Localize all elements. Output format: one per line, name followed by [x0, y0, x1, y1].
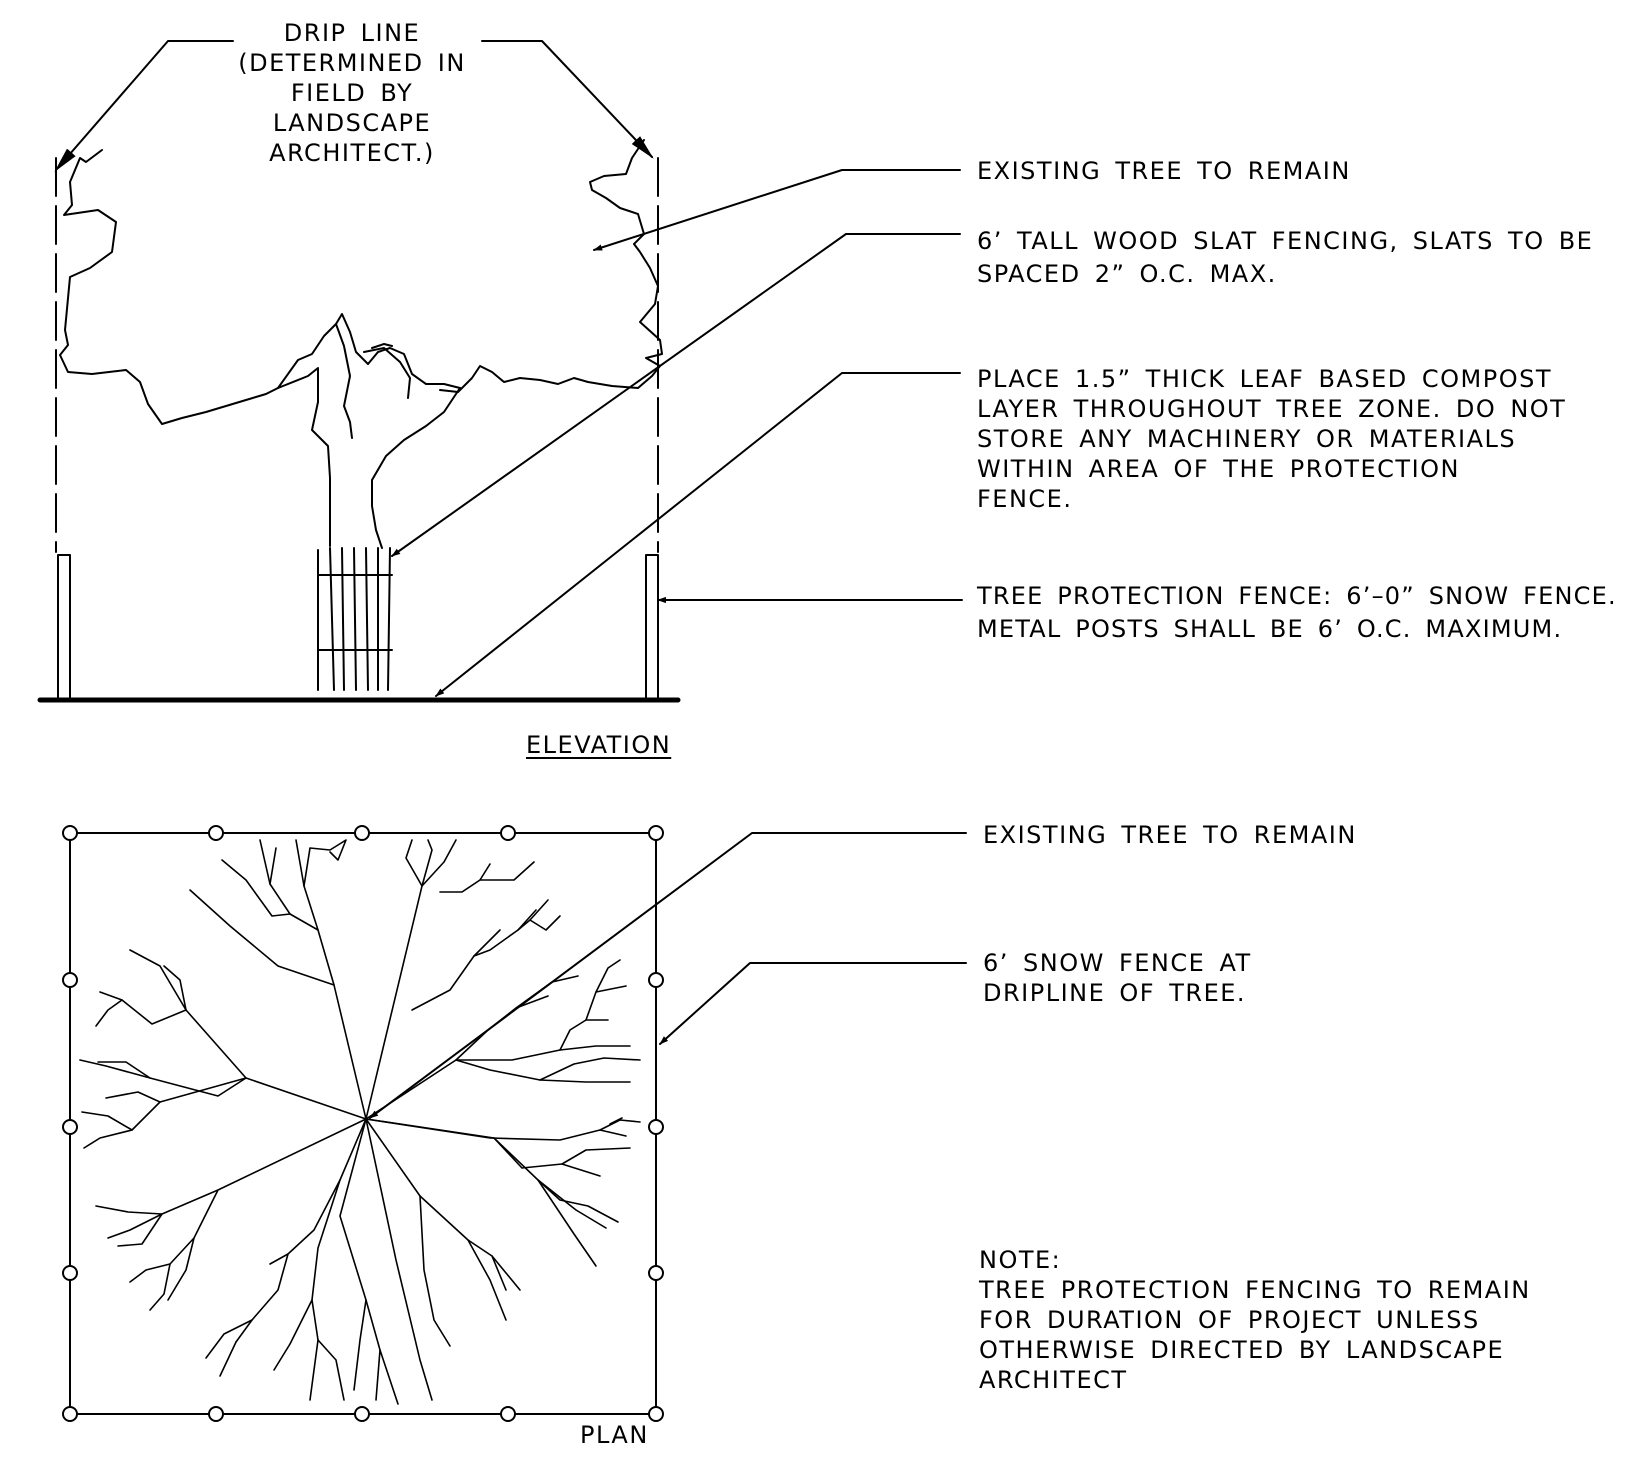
plan-tree-canopy [79, 839, 641, 1405]
callout-protection-fence: TREE PROTECTION FENCE: 6’–0” SNOW FENCE.… [977, 580, 1617, 646]
drip-line-label-line: ARCHITECT.) [269, 139, 435, 167]
drip-line-label-line: DRIP LINE [283, 19, 421, 47]
leader-plan-snow-fence [659, 962, 967, 1045]
callout-plan-snow-fence: 6’ SNOW FENCE AT DRIPLINE OF TREE. [983, 948, 1252, 1008]
callout-existing-tree: EXISTING TREE TO REMAIN [977, 156, 1351, 186]
callout-plan-existing-tree: EXISTING TREE TO REMAIN [983, 820, 1357, 850]
callout-line: STORE ANY MACHINERY OR MATERIALS [977, 425, 1517, 453]
note-line: NOTE: [979, 1246, 1062, 1274]
callout-line: WITHIN AREA OF THE PROTECTION [977, 455, 1461, 483]
plan-note: NOTE: TREE PROTECTION FENCING TO REMAIN … [979, 1245, 1531, 1395]
drip-line-label-line: LANDSCAPE [272, 109, 432, 137]
fence-post-left [57, 554, 71, 701]
leader-compost [435, 372, 961, 697]
callout-line: METAL POSTS SHALL BE 6’ O.C. MAXIMUM. [977, 615, 1563, 643]
drip-line-leader-right [481, 40, 654, 159]
note-line: TREE PROTECTION FENCING TO REMAIN [979, 1276, 1531, 1304]
callout-line: EXISTING TREE TO REMAIN [977, 157, 1351, 185]
plan-title: PLAN [580, 1421, 649, 1449]
callout-wood-slat-fencing: 6’ TALL WOOD SLAT FENCING, SLATS TO BE S… [977, 225, 1593, 291]
elevation-view [37, 40, 963, 703]
callout-line: DRIPLINE OF TREE. [983, 979, 1247, 1007]
plan-view [62, 825, 967, 1422]
callout-line: TREE PROTECTION FENCE: 6’–0” SNOW FENCE. [977, 582, 1617, 610]
callout-line: FENCE. [977, 485, 1073, 513]
callout-line: EXISTING TREE TO REMAIN [983, 821, 1357, 849]
leader-wood-slat [391, 233, 961, 557]
callout-line: 6’ SNOW FENCE AT [983, 949, 1252, 977]
plan-fence-boundary [69, 832, 657, 1415]
elevation-title: ELEVATION [526, 731, 672, 759]
tree-canopy [59, 149, 279, 425]
drip-line-label-line: (DETERMINED IN [238, 49, 466, 77]
callout-line: SPACED 2” O.C. MAX. [977, 260, 1277, 288]
note-line: ARCHITECT [979, 1366, 1128, 1394]
callout-line: 6’ TALL WOOD SLAT FENCING, SLATS TO BE [977, 227, 1594, 255]
tree-canopy-right [439, 139, 663, 393]
callout-compost-layer: PLACE 1.5” THICK LEAF BASED COMPOST LAYE… [977, 364, 1566, 514]
callout-line: PLACE 1.5” THICK LEAF BASED COMPOST [977, 365, 1552, 393]
drip-line-label: DRIP LINE (DETERMINED IN FIELD BY LANDSC… [232, 18, 472, 168]
drip-line-label-line: FIELD BY [290, 79, 414, 107]
wood-slat-fencing [317, 547, 393, 691]
note-line: FOR DURATION OF PROJECT UNLESS [979, 1306, 1480, 1334]
drip-line-leader-left [54, 40, 234, 172]
leader-existing-tree [593, 169, 961, 251]
leader-plan-existing-tree [369, 832, 967, 1119]
plan-fence-posts [62, 825, 664, 1422]
note-line: OTHERWISE DIRECTED BY LANDSCAPE [979, 1336, 1505, 1364]
fence-post-right [645, 554, 659, 701]
callout-line: LAYER THROUGHOUT TREE ZONE. DO NOT [977, 395, 1567, 423]
tree-trunk [277, 367, 331, 547]
